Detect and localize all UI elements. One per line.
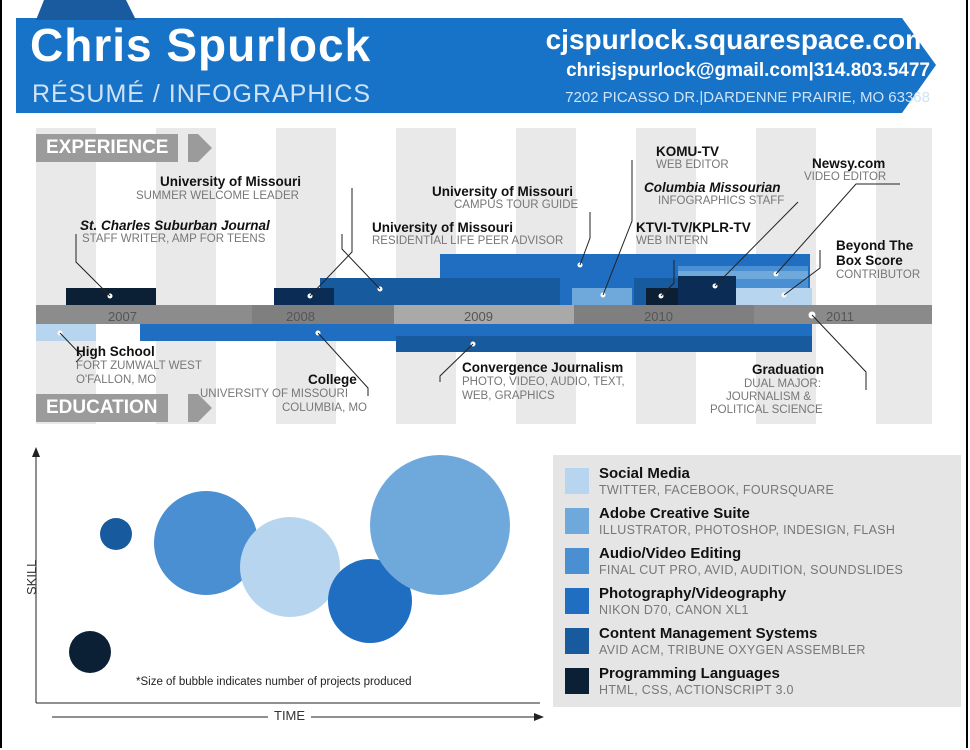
y-axis-label: SKILL [24,559,39,595]
exp-detail: SUMMER WELCOME LEADER [136,190,299,202]
exp-title: Columbia Missourian [644,180,781,195]
skill-title: Social Media [599,465,690,482]
bubble [328,559,412,643]
exp-title: St. Charles Suburban Journal [80,218,270,233]
timeline: EXPERIENCE EDUCATION 2007 2008 2009 2010… [36,128,932,424]
skill-item: Adobe Creative Suite ILLUSTRATOR, PHOTOS… [565,505,955,541]
website-link[interactable]: cjspurlock.squarespace.com [545,24,930,55]
exp-detail: RESIDENTIAL LIFE PEER ADVISOR [372,235,564,247]
banner-tab [36,0,136,20]
bubble [370,455,510,595]
skill-item: Photography/Videography NIKON D70, CANON… [565,585,955,621]
contact-info[interactable]: chrisjspurlock@gmail.com|314.803.5477 [566,60,930,81]
skill-detail: NIKON D70, CANON XL1 [599,603,749,617]
skill-title: Photography/Videography [599,585,787,602]
skill-item: Content Management Systems AVID ACM, TRI… [565,625,955,661]
edu-detail: UNIVERSITY OF MISSOURI [200,388,349,400]
skill-swatch [565,588,589,614]
skill-detail: TWITTER, FACEBOOK, FOURSQUARE [599,483,835,497]
edu-detail: O'FALLON, MO [76,374,157,386]
exp-detail: WEB EDITOR [656,159,729,171]
skills-legend: Social Media TWITTER, FACEBOOK, FOURSQUA… [553,455,961,707]
resume-subtitle: RÉSUMÉ / INFOGRAPHICS [32,80,372,108]
exp-title: KTVI-TV/KPLR-TV [636,220,751,235]
exp-title: University of Missouri [372,220,514,235]
exp-detail: VIDEO EDITOR [804,171,887,183]
skill-swatch [565,628,589,654]
skill-title: Programming Languages [599,665,780,682]
experience-label-tip [188,134,212,162]
skill-swatch [565,508,589,534]
resume-name: Chris Spurlock [30,19,372,71]
skill-detail: HTML, CSS, ACTIONSCRIPT 3.0 [599,683,794,697]
skill-title: Adobe Creative Suite [599,505,750,522]
skill-detail: ILLUSTRATOR, PHOTOSHOP, INDESIGN, FLASH [599,523,896,537]
bubble [154,491,258,595]
exp-title: KOMU-TV [656,144,719,159]
bubble [240,517,340,617]
exp-title: University of Missouri [432,184,574,199]
year-label: 2010 [644,309,673,324]
edu-detail: FORT ZUMWALT WEST [76,360,202,372]
edu-detail: PHOTO, VIDEO, AUDIO, TEXT, [462,376,625,388]
year-label: 2007 [108,309,137,324]
header-banner [16,18,936,113]
education-label: EDUCATION [36,394,168,422]
exp-title: University of Missouri [160,174,302,189]
skill-swatch [565,548,589,574]
skill-title: Audio/Video Editing [599,545,742,562]
banner-background [16,18,936,113]
year-label: 2008 [286,309,315,324]
exp-detail: CAMPUS TOUR GUIDE [454,199,579,211]
edu-title: College [308,372,357,387]
year-label: 2009 [464,309,493,324]
edu-title: High School [76,344,155,359]
exp-detail: INFOGRAPHICS STAFF [658,195,785,207]
skill-item: Programming Languages HTML, CSS, ACTIONS… [565,665,955,701]
skill-bubble-chart: SKILL TIME *Size of bubble indicates num… [24,445,545,735]
exp-title: Newsy.com [812,156,886,171]
skill-item: Audio/Video Editing FINAL CUT PRO, AVID,… [565,545,955,581]
edu-detail: DUAL MAJOR: [744,378,821,390]
address: 7202 PICASSO DR.|DARDENNE PRAIRIE, MO 63… [565,89,930,106]
skill-swatch [565,468,589,494]
bubble [100,518,132,550]
education-label-tip [188,394,212,422]
skill-detail: AVID ACM, TRIBUNE OXYGEN ASSEMBLER [599,643,866,657]
timeline-graphic [36,128,932,424]
edu-title: Convergence Journalism [462,360,624,375]
edu-detail: WEB, GRAPHICS [462,390,555,402]
bubble [69,631,111,673]
edu-detail: COLUMBIA, MO [282,402,367,414]
bubble-size-note: *Size of bubble indicates number of proj… [136,676,412,688]
experience-label: EXPERIENCE [36,134,179,162]
edu-detail: POLITICAL SCIENCE [710,404,823,416]
skill-swatch [565,668,589,694]
exp-title: Beyond The Box Score [836,238,914,268]
skill-title: Content Management Systems [599,625,818,642]
x-axis-label: TIME [268,708,312,723]
exp-detail: STAFF WRITER, AMP FOR TEENS [82,233,266,245]
edu-detail: JOURNALISM & [726,391,811,403]
exp-detail: CONTRIBUTOR [836,269,921,281]
exp-detail: WEB INTERN [636,235,709,247]
bubble-chart-graphic [32,447,544,721]
skill-item: Social Media TWITTER, FACEBOOK, FOURSQUA… [565,465,955,501]
skill-detail: FINAL CUT PRO, AVID, AUDITION, SOUNDSLID… [599,563,904,577]
edu-title: Graduation [752,362,825,377]
year-label: 2011 [826,309,854,324]
